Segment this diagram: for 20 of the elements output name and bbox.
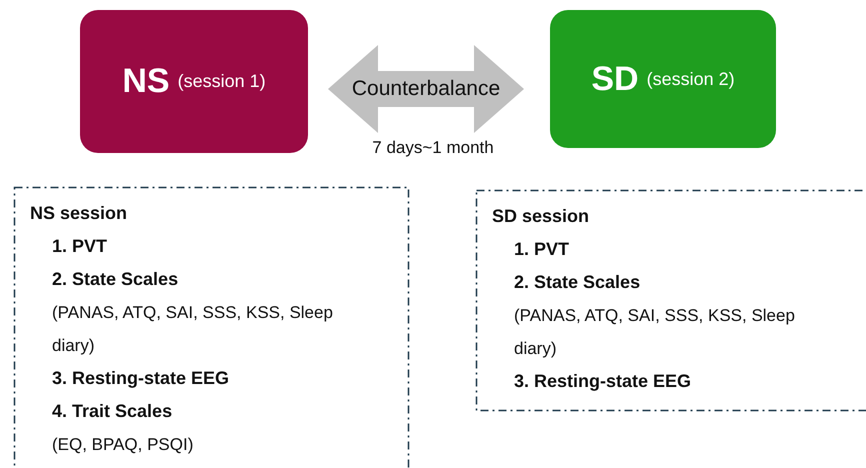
scale-list: (EQ, BPAQ, PSQI) [52, 428, 352, 461]
section-heading: SD session [492, 205, 590, 228]
session-code: SD [591, 60, 639, 98]
session-box [550, 10, 776, 148]
scale-list: (PANAS, ATQ, SAI, SSS, KSS, Sleep diary) [52, 296, 352, 362]
step-item: 1. PVT [514, 238, 570, 261]
scale-list: (PANAS, ATQ, SAI, SSS, KSS, Sleep diary) [514, 299, 814, 365]
session-box [80, 10, 308, 153]
step-item: 3. Resting-state EEG [514, 370, 692, 393]
step-item: 1. PVT [52, 235, 108, 258]
double-arrow [328, 45, 524, 133]
step-item: 2. State Scales [514, 271, 640, 294]
step-item: 3. Resting-state EEG [52, 367, 230, 390]
session-code: NS [122, 62, 170, 101]
step-item: 2. State Scales [52, 268, 178, 291]
session-number: (session 1) [178, 71, 266, 92]
step-item: 4. Trait Scales [52, 400, 172, 423]
session-number: (session 2) [646, 68, 735, 90]
section-heading: NS session [30, 202, 128, 225]
interval-note: 7 days~1 month [372, 138, 494, 158]
